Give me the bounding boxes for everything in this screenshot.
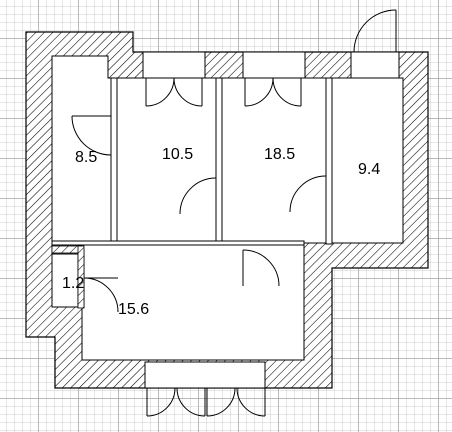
closet-wall [51, 245, 83, 254]
interior-doors [71, 115, 327, 313]
room-area-label: 15.6 [118, 301, 150, 318]
room-area-label: 10.5 [162, 146, 194, 163]
closet-side-wall [77, 245, 85, 309]
interior-spaces [51, 55, 404, 361]
entrance-door [353, 9, 397, 53]
room-area-label: 9.4 [358, 161, 381, 178]
room-area-label: 18.5 [264, 146, 296, 163]
balcony-doors-bottom [146, 387, 266, 417]
room-area-label: 8.5 [75, 149, 98, 166]
balcony-doors-top [145, 77, 302, 107]
room-area-label: 1.2 [62, 275, 85, 292]
windows [142, 51, 400, 389]
